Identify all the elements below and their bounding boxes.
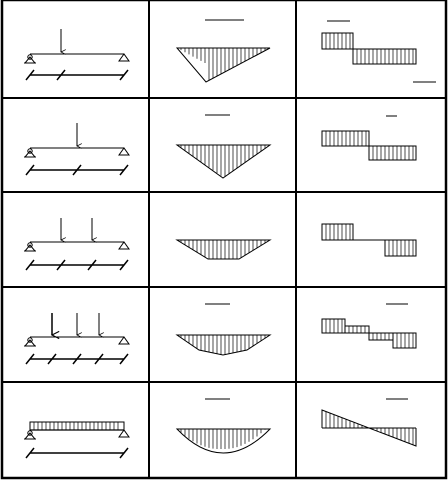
shear-positive-block <box>321 223 354 241</box>
shear-diagram-4 <box>321 303 417 349</box>
dimension-ticks <box>25 259 129 271</box>
moment-hatch <box>180 240 266 259</box>
dimension-ticks <box>25 447 129 459</box>
shear-linear-shape <box>321 409 417 447</box>
moment-shape <box>175 334 272 356</box>
shear-diagram-1 <box>321 20 436 83</box>
row-3 <box>23 218 417 271</box>
shear-block-4 <box>392 332 417 349</box>
load-case-1 <box>23 29 130 81</box>
shear-positive-block <box>321 130 370 147</box>
moment-shape <box>175 428 272 454</box>
roller-support <box>118 336 130 345</box>
pin-support <box>23 242 37 252</box>
row-4 <box>23 303 417 365</box>
load-case-3 <box>23 218 130 271</box>
moment-diagram-1 <box>175 19 271 83</box>
roller-support <box>118 147 130 156</box>
row-2 <box>23 114 417 179</box>
load-case-4 <box>23 313 130 365</box>
moment-hatch <box>180 145 266 177</box>
shear-negative-block <box>352 48 417 65</box>
shear-hatch <box>325 33 414 64</box>
moment-hatch <box>180 48 266 81</box>
moment-hatch <box>180 335 266 355</box>
shear-positive-block <box>321 32 354 50</box>
shear-negative-block <box>384 239 417 257</box>
shear-hatch <box>325 131 414 160</box>
shear-block-1 <box>321 318 346 334</box>
distributed-load-hatch <box>33 422 119 430</box>
dimension-ticks <box>25 69 129 81</box>
roller-support <box>118 429 130 438</box>
moment-shape <box>175 144 272 179</box>
roller-support <box>118 53 130 62</box>
moment-diagram-3 <box>175 239 272 260</box>
shear-hatch <box>325 411 414 445</box>
moment-shape <box>175 239 272 260</box>
row-1 <box>23 19 436 83</box>
moment-diagram-2 <box>175 114 272 179</box>
load-case-5 <box>23 421 130 459</box>
moment-shape <box>175 47 271 83</box>
shear-diagram-3 <box>321 223 417 257</box>
row-5 <box>23 398 417 459</box>
pin-support <box>23 148 37 158</box>
shear-hatch <box>325 224 414 256</box>
pin-support <box>23 430 37 440</box>
pin-support <box>23 54 37 64</box>
dimension-ticks <box>25 353 129 365</box>
moment-hatch <box>180 429 266 449</box>
pin-support <box>23 337 37 347</box>
shear-diagram-5 <box>321 398 417 447</box>
dimension-ticks <box>25 164 129 176</box>
shear-hatch <box>325 319 414 348</box>
shear-diagram-2 <box>321 115 417 161</box>
moment-diagram-5 <box>175 398 272 454</box>
load-case-2 <box>23 123 130 176</box>
roller-support <box>118 241 130 250</box>
shear-negative-block <box>368 145 417 161</box>
moment-diagram-4 <box>175 303 272 356</box>
